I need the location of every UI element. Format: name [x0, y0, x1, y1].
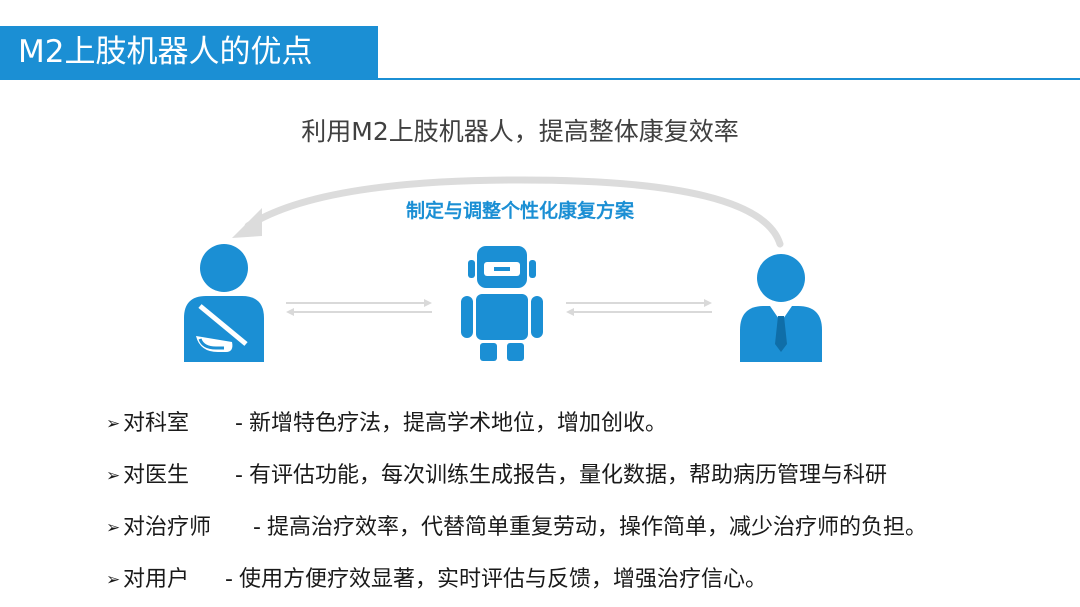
benefit-target: 对医生	[123, 463, 190, 488]
title-banner: M2上肢机器人的优点	[0, 26, 378, 78]
arrow-bullet-icon: ➢	[106, 518, 121, 538]
cycle-label: 制定与调整个性化康复方案	[405, 200, 634, 222]
slide-subtitle: 利用M2上肢机器人，提高整体康复效率	[301, 117, 739, 146]
list-item: ➢ 对医生 - 有评估功能，每次训练生成报告，量化数据，帮助病历管理与科研	[106, 450, 927, 502]
cycle-arc-arrowhead	[232, 208, 262, 238]
right-exchange-arrows	[566, 299, 712, 316]
left-exchange-arrows	[286, 299, 432, 316]
benefit-text: 有评估功能，每次训练生成报告，量化数据，帮助病历管理与科研	[248, 463, 887, 488]
benefit-text: 新增特色疗法，提高学术地位，增加创收。	[248, 411, 667, 436]
arrow-bullet-icon: ➢	[106, 466, 121, 486]
list-item: ➢ 对用户 - 使用方便疗效显著，实时评估与反馈，增强治疗信心。	[106, 554, 927, 606]
cycle-arc-arrow	[244, 176, 784, 248]
benefit-separator: -	[253, 515, 261, 540]
doctor-with-tie-icon	[740, 254, 822, 362]
arrow-bullet-icon: ➢	[106, 570, 121, 590]
benefit-separator: -	[235, 463, 243, 488]
list-item: ➢ 对治疗师 - 提高治疗效率，代替简单重复劳动，操作简单，减少治疗师的负担。	[106, 502, 927, 554]
robot-icon	[461, 246, 543, 361]
benefit-separator: -	[235, 411, 243, 436]
list-item: ➢ 对科室 - 新增特色疗法，提高学术地位，增加创收。	[106, 398, 927, 450]
slide-title: M2上肢机器人的优点	[18, 34, 313, 70]
benefits-list: ➢ 对科室 - 新增特色疗法，提高学术地位，增加创收。 ➢ 对医生 - 有评估功…	[106, 398, 927, 606]
benefit-target: 对科室	[123, 411, 190, 436]
benefit-text: 提高治疗效率，代替简单重复劳动，操作简单，减少治疗师的负担。	[266, 515, 927, 540]
benefit-target: 对用户	[123, 567, 190, 592]
benefit-target: 对治疗师	[123, 515, 212, 540]
arrow-bullet-icon: ➢	[106, 414, 121, 434]
benefit-separator: -	[225, 567, 233, 592]
title-underline	[0, 78, 1080, 80]
injured-patient-with-arm-sling-icon	[184, 244, 264, 362]
benefit-text: 使用方便疗效显著，实时评估与反馈，增强治疗信心。	[238, 567, 767, 592]
